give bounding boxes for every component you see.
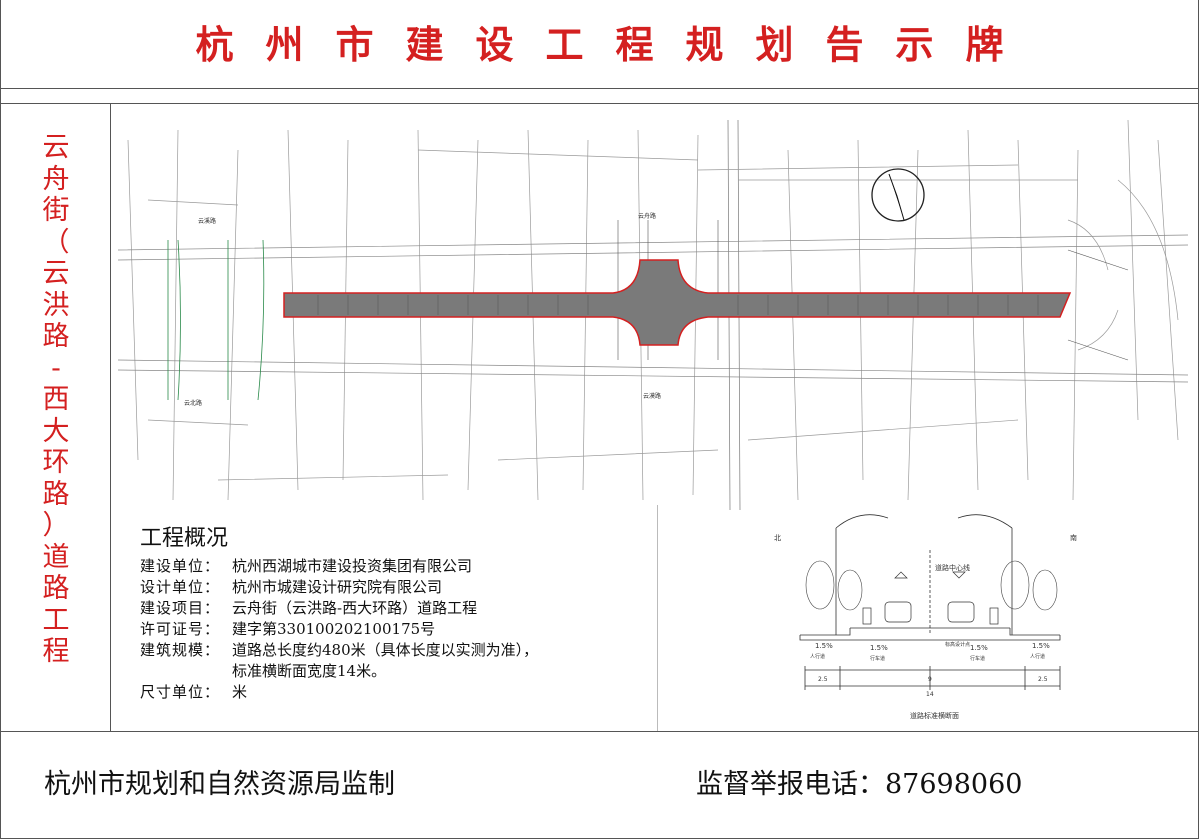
dim-mid: 9 [928,676,932,683]
slope-label-4: 1.5% [1032,642,1050,650]
lane-label-right: 人行道 [1030,653,1045,660]
centerline-label: 道路中心线 [935,563,970,572]
overview-row-designer: 设计单位：杭州市城建设计研究院有限公司 [140,578,443,596]
dim-total: 14 [926,691,934,698]
dim-right: 2.5 [1038,676,1048,683]
dim-left: 2.5 [818,676,828,683]
slope-label-1: 1.5% [815,642,833,650]
lane-label-left2: 行车道 [870,655,885,662]
south-label: 南 [1070,533,1077,542]
cross-section-drawing: 北 南 道路中心线 1.5% 1.5% 1.5% 1.5% 人行道 行车道 标高… [774,514,1077,720]
slope-label-2: 1.5% [870,644,888,652]
supervisor-label: 杭州市规划和自然资源局监制 [44,769,395,800]
design-point-label: 标高设计点 [945,641,970,648]
overview-row-project: 建设项目：云舟街（云洪路-西大环路）道路工程 [140,599,478,617]
road-label-yunxi: 云溪路 [198,217,216,225]
overview-row-permit: 许可证号：建字第330100202100175号 [140,620,436,638]
overview-row-unit: 尺寸单位：米 [140,683,248,701]
lane-label-left: 人行道 [810,653,825,660]
overview-row-scale: 建筑规模：道路总长度约480米（具体长度以实测为准）， [140,641,539,659]
north-label: 北 [774,534,781,542]
overview-heading: 工程概况 [140,526,229,551]
report-hotline: 监督举报电话：87698060 [696,769,1023,800]
lane-label-right2: 行车道 [970,655,985,662]
slope-label-3: 1.5% [970,644,988,652]
road-label-yunyi: 云舟路 [638,212,656,220]
page-title: 杭州市建设工程规划告示牌 [195,23,1004,67]
site-plan-drawing: 云溪路 云北路 云舟路 云漠路 [118,120,1188,510]
overview-row-builder: 建设单位：杭州西湖城市建设投资集团有限公司 [140,557,473,575]
road-alignment [283,259,1072,346]
section-caption: 道路标准横断面 [910,711,959,720]
road-label-yunmo: 云漠路 [643,392,661,400]
overview-row-scale-cont: 标准横断面宽度14米。 [232,662,387,680]
north-arrow-icon [871,168,925,222]
road-label-yunbei: 云北路 [184,399,202,407]
project-name-vertical: 云 舟 街 （ 云 洪 路 - 西 大 环 路 ） 道 路 工 程 [42,132,70,667]
project-overview: 工程概况 建设单位：杭州西湖城市建设投资集团有限公司 设计单位：杭州市城建设计研… [140,520,538,703]
